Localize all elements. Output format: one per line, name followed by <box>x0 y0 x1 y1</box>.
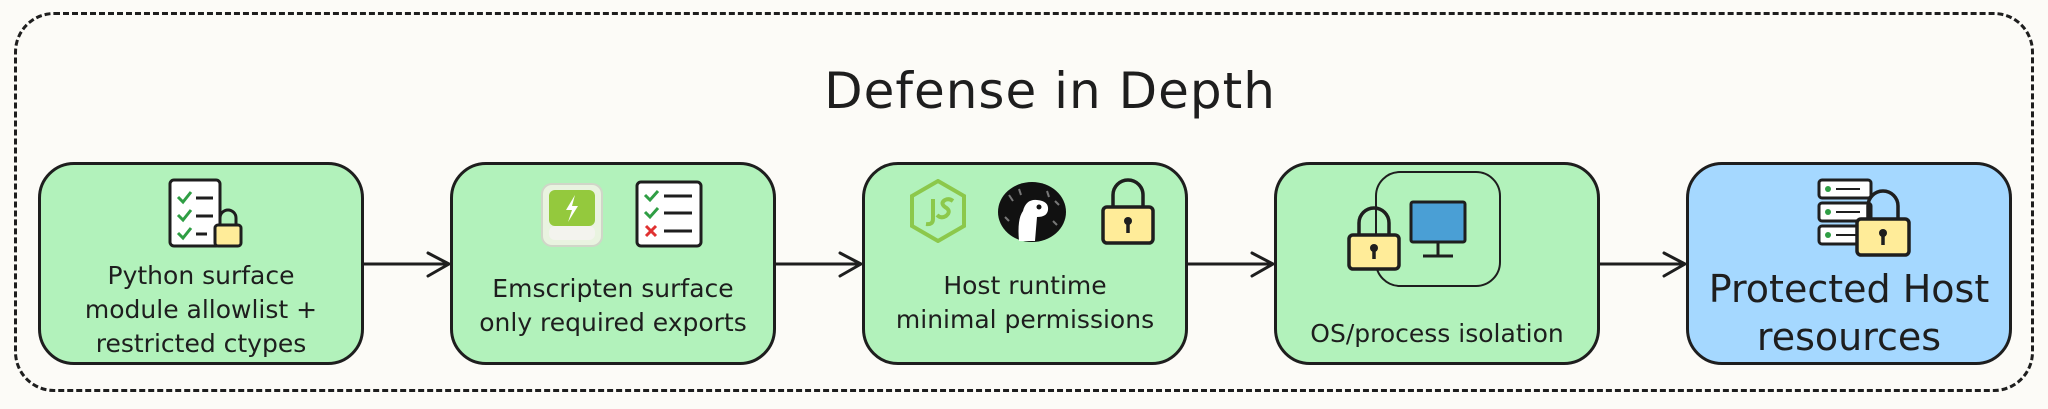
diagram-title: Defense in Depth <box>824 62 1276 120</box>
padlock-icon <box>1347 206 1401 271</box>
layer-os-process-isolation: OS/process isolation <box>1274 162 1600 365</box>
layer-label: OS/process isolation <box>1277 317 1597 351</box>
layer-label: Emscripten surface only required exports <box>453 272 773 340</box>
defense-in-depth-frame <box>14 12 2034 392</box>
label-line: module allowlist + <box>84 295 318 324</box>
layer-label: Protected Host resources <box>1689 265 2009 361</box>
layer-python-surface: Python surface module allowlist + restri… <box>38 162 364 365</box>
padlock-icon <box>213 208 243 248</box>
label-line: Emscripten surface <box>492 274 734 303</box>
label-line: only required exports <box>479 308 747 337</box>
checklist-icon <box>168 178 222 248</box>
layer-label: Python surface module allowlist + restri… <box>41 259 361 361</box>
checklist-icon <box>635 180 703 248</box>
label-line: OS/process isolation <box>1310 319 1564 348</box>
label-line: restricted ctypes <box>95 329 307 358</box>
layer-protected-host-resources: Protected Host resources <box>1686 162 2012 365</box>
label-line: Host runtime <box>943 271 1107 300</box>
padlock-icon <box>1855 189 1911 257</box>
arrow-emscripten-to-host-runtime <box>774 251 863 278</box>
deno-icon <box>998 182 1066 242</box>
padlock-icon <box>1101 178 1155 245</box>
arrow-python-to-emscripten <box>362 251 451 278</box>
label-line: minimal permissions <box>895 305 1155 334</box>
monitor-icon <box>1375 171 1501 287</box>
arrow-os-to-protected <box>1598 251 1687 278</box>
wasm-module-icon <box>541 183 603 247</box>
label-line: Protected Host <box>1708 267 1990 311</box>
nodejs-icon <box>910 179 966 243</box>
layer-label: Host runtime minimal permissions <box>865 269 1185 337</box>
label-line: Python surface <box>107 261 295 290</box>
arrow-host-runtime-to-os <box>1186 251 1275 278</box>
layer-host-runtime: Host runtime minimal permissions <box>862 162 1188 365</box>
layer-emscripten-surface: Emscripten surface only required exports <box>450 162 776 365</box>
label-line: resources <box>1756 315 1942 359</box>
